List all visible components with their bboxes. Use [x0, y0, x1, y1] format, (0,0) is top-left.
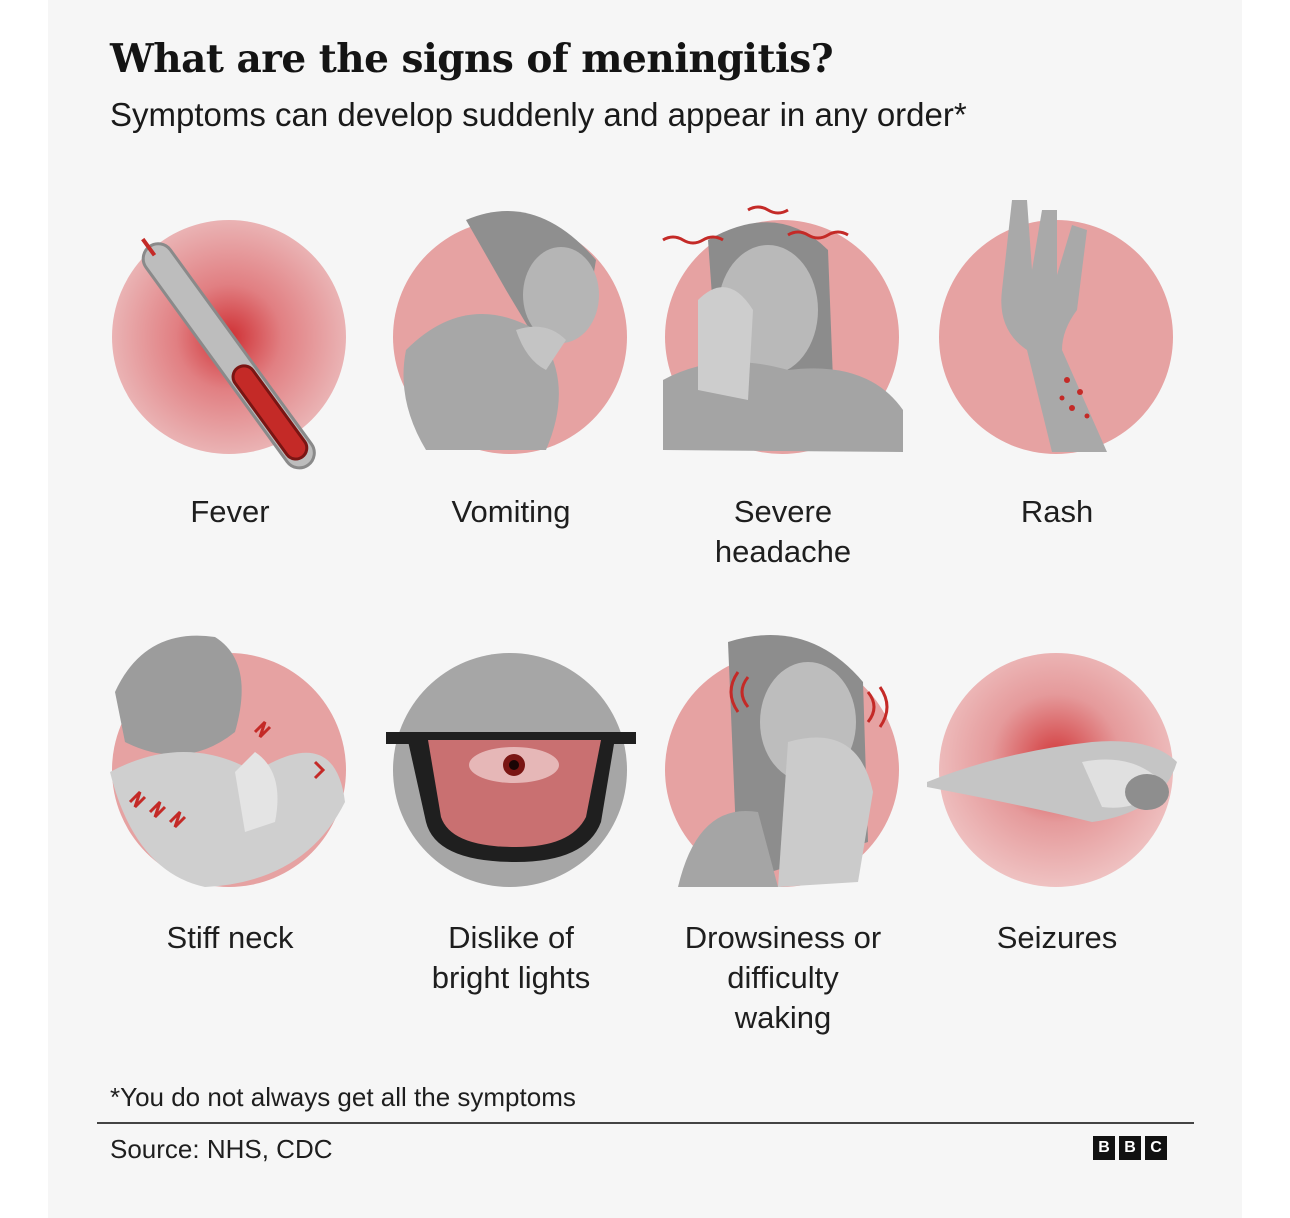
- symptom-label: Rash: [1020, 494, 1094, 529]
- symptom-label: Stiff neck: [166, 920, 294, 955]
- rash-arm-icon: [939, 200, 1173, 454]
- sunglasses-eye-icon: [386, 653, 636, 887]
- page-title: What are the signs of meningitis?: [110, 36, 834, 82]
- infographic-card: [48, 0, 1242, 1218]
- headache-person-icon: [662, 205, 903, 454]
- vomiting-person-icon: [393, 211, 627, 454]
- symptom-label: Seizures: [996, 920, 1118, 955]
- symptom-label: Severe headache: [714, 494, 852, 569]
- footnote: *You do not always get all the symptoms: [110, 1082, 576, 1112]
- drowsy-person-icon: [665, 635, 899, 887]
- seizure-person-icon: [927, 653, 1177, 887]
- symptom-label: Fever: [190, 494, 270, 529]
- symptom-label: Dislike of bright lights: [431, 920, 591, 995]
- divider: [97, 1122, 1194, 1124]
- bbc-logo: B B C: [1093, 1136, 1167, 1160]
- symptom-label: Vomiting: [451, 494, 571, 529]
- symptom-label: Drowsiness or difficulty waking: [684, 920, 882, 1035]
- thermometer-icon: [112, 220, 346, 470]
- logo-letter: B: [1119, 1136, 1141, 1160]
- logo-letter: C: [1145, 1136, 1167, 1160]
- logo-letter: B: [1093, 1136, 1115, 1160]
- page-subtitle: Symptoms can develop suddenly and appear…: [110, 96, 967, 133]
- source-credit: Source: NHS, CDC: [110, 1134, 333, 1164]
- stiff-neck-icon: [110, 635, 346, 887]
